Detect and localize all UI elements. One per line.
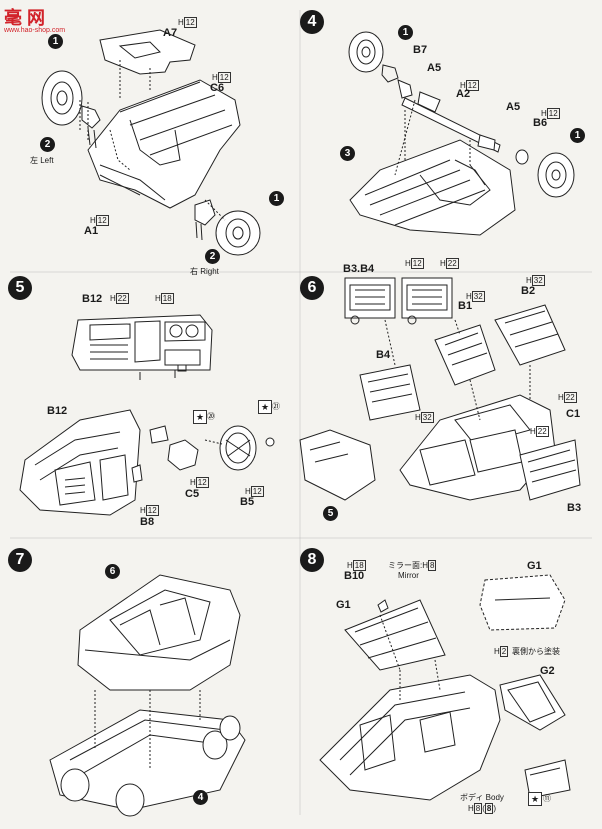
callout-5: 5 — [323, 506, 338, 521]
part-a1: A1 — [84, 225, 99, 237]
watermark-title: 毫 网 — [4, 8, 46, 28]
callout-6: 6 — [105, 564, 120, 579]
part-b1: B1 — [458, 300, 473, 312]
right-label: 右 Right — [190, 267, 219, 276]
callout-1-step4-top: 1 — [398, 25, 413, 40]
step-number-5: 5 — [8, 276, 32, 300]
left-label: 左 Left — [30, 156, 54, 165]
part-g2: G2 — [540, 665, 555, 677]
part-g1-right: G1 — [527, 560, 542, 572]
body-label: ボディ Body — [460, 793, 504, 802]
step5-drawing — [19, 314, 275, 516]
part-a5-top: A5 — [427, 62, 442, 74]
step4-drawing — [348, 31, 575, 236]
step-number-7: 7 — [8, 548, 32, 572]
part-a7: A7 — [163, 27, 178, 39]
step-number-4: 4 — [300, 10, 324, 34]
part-a5-right: A5 — [506, 101, 521, 113]
part-c1: C1 — [566, 408, 581, 420]
star-number-20: ⑳ — [207, 412, 215, 421]
part-g1-left: G1 — [336, 599, 351, 611]
part-c5: C5 — [185, 488, 200, 500]
callout-1-top: 1 — [48, 34, 63, 49]
step8-drawing — [319, 574, 571, 801]
star-number-11: ⑪ — [543, 794, 551, 803]
star-number-21: ㉑ — [272, 402, 280, 411]
star-icon-11: ★ — [528, 792, 542, 806]
part-b12-left: B12 — [47, 405, 68, 417]
step-number-6: 6 — [300, 276, 324, 300]
part-b5: B5 — [240, 496, 255, 508]
part-b4: B4 — [376, 349, 391, 361]
callout-1-right: 1 — [269, 191, 284, 206]
star-icon-20: ★ — [193, 410, 207, 424]
callout-3: 3 — [340, 146, 355, 161]
step7-drawing — [49, 574, 246, 817]
part-a2: A2 — [456, 88, 471, 100]
part-b10: B10 — [344, 570, 365, 582]
step6-drawing — [299, 277, 581, 501]
part-b3: B3 — [567, 502, 582, 514]
part-c6: C6 — [210, 82, 225, 94]
step-number-8: 8 — [300, 548, 324, 572]
part-b2: B2 — [521, 285, 536, 297]
part-b6: B6 — [533, 117, 548, 129]
paint-note: 裏側から塗装 — [512, 647, 560, 656]
callout-1-step4-right: 1 — [570, 128, 585, 143]
callout-2-left: 2 — [40, 137, 55, 152]
part-b12-top: B12 — [82, 293, 103, 305]
step3-drawing — [41, 29, 261, 256]
part-b7: B7 — [413, 44, 428, 56]
callout-2-right: 2 — [205, 249, 220, 264]
part-b8: B8 — [140, 516, 155, 528]
part-b3-b4: B3.B4 — [343, 263, 375, 275]
mirror-label: Mirror — [398, 571, 419, 580]
star-icon-21: ★ — [258, 400, 272, 414]
watermark-url: www.hao-shop.com — [4, 27, 66, 34]
callout-4: 4 — [193, 790, 208, 805]
